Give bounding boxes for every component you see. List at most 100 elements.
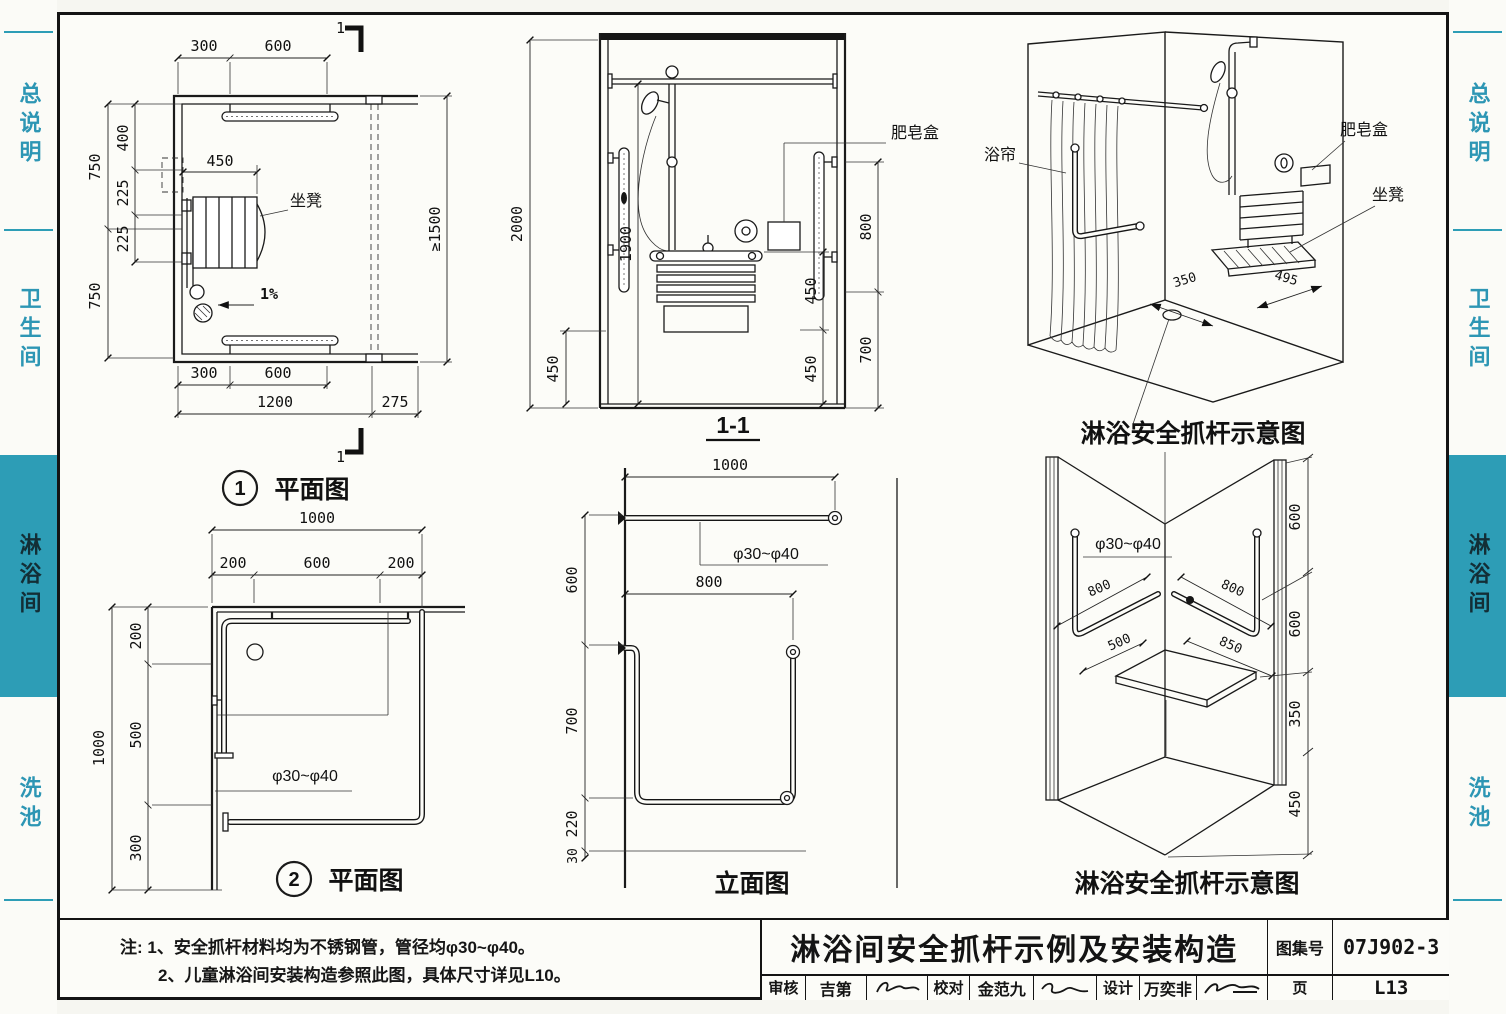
dim-label: 300 [127,834,145,861]
pipe-diameter-label: φ30~φ40 [733,546,799,563]
right-sidebar: 总说明 卫生间 淋浴间 洗池 [1449,0,1506,1014]
figure-caption: 淋浴安全抓杆示意图 [1074,869,1299,898]
figure-elevation: φ30~φ40 1000 800 600 700 220 30 立面图 [563,456,898,898]
dim-label: 600 [264,364,291,382]
left-sidebar: 总说明 卫生间 淋浴间 洗池 [0,0,57,1014]
note-line-1: 注: 1、安全抓杆材料均为不锈钢管，管径均φ30~φ40。 [120,938,535,957]
figure-caption: 立面图 [714,869,789,898]
tab-label: 淋浴间 [16,532,42,620]
dim-label: 220 [563,810,581,837]
dim-label: 600 [563,566,581,593]
review-label: 审核 [768,980,799,998]
tab-label: 洗池 [1465,776,1491,834]
reviewer-signature [865,975,927,1000]
atlas-number: 07J902-3 [1332,920,1449,974]
figure-number: 2 [288,869,299,891]
dim-label: 700 [857,336,875,363]
seat-label: 坐凳 [290,192,322,210]
dim-label: ≥1500 [426,206,444,251]
tab-label: 卫生间 [1465,286,1491,374]
dim-label: 275 [381,393,408,411]
page-label: 页 [1266,975,1333,1000]
figure-caption: 平面图 [274,476,349,504]
dim-label: 350 [1172,270,1199,291]
dim-label: 450 [802,355,820,382]
dim-label: 450 [544,355,562,382]
dim-label: 600 [1286,610,1304,637]
dim-label: 750 [86,153,104,180]
dim-label: 225 [114,225,132,252]
dim-label: 495 [1273,268,1300,289]
figure-caption: 淋浴安全抓杆示意图 [1080,419,1305,448]
checker-name: 金范九 [969,975,1033,1000]
sidebar-divider [4,229,53,231]
sidebar-item-wash-basin[interactable]: 洗池 [1449,740,1506,870]
dim-label: 225 [114,179,132,206]
dim-label: 450 [206,152,233,170]
note-line-2: 2、儿童淋浴间安装构造参照此图，具体尺寸详见L10。 [158,966,571,986]
slope-label: 1% [260,285,278,303]
check-label: 校对 [926,975,970,1000]
designer-signature [1195,975,1267,1000]
seat-label: 坐凳 [1372,186,1404,204]
dim-label: 800 [857,213,875,240]
dim-label: 800 [695,573,722,591]
dim-label: 200 [219,554,246,572]
figure-plan-1: 1% 坐凳 450 300 600 1 1 300 600 1200 275 [86,19,452,507]
atlas-number-label: 图集号 [1266,920,1333,974]
dim-label: 2000 [508,206,526,242]
sidebar-divider [1453,899,1502,901]
notes: 注: 1、安全抓杆材料均为不锈钢管，管径均φ30~φ40。 2、儿童淋浴间安装构… [120,934,571,990]
tab-label: 洗池 [16,776,42,834]
sidebar-item-shower-room[interactable]: 淋浴间 [0,455,57,697]
sheet-border [57,12,1449,1000]
dim-label: 1000 [712,456,748,474]
soap-box-label: 肥皂盒 [891,124,939,142]
dim-label: 400 [114,124,132,151]
dim-label: 1900 [617,226,635,262]
title-block: 淋浴间安全抓杆示例及安装构造 图集号 07J902-3 审核 吉第 校对 金范九… [760,920,1449,1000]
sheet-title: 淋浴间安全抓杆示例及安装构造 [790,933,1239,967]
tab-label: 淋浴间 [1465,532,1491,620]
dim-label: 30 [566,848,581,864]
dim-label: 200 [387,554,414,572]
dim-label: 600 [303,554,330,572]
dim-label: 450 [1286,790,1304,817]
figure-number: 1 [234,478,245,500]
dim-label: 800 [1219,577,1247,600]
dim-label: 300 [190,364,217,382]
sidebar-item-general-notes[interactable]: 总说明 [1449,60,1506,190]
signature-icon [1041,982,1089,994]
page-number: L13 [1332,975,1449,1000]
dim-label: 500 [127,721,145,748]
figure-iso-shower-2: φ30~φ40 800 800 500 850 600 600 350 450 … [1045,452,1314,898]
pipe-diameter-label: φ30~φ40 [1095,536,1161,553]
figure-plan-2: φ30~φ40 1000 200 600 200 1000 200 500 30… [90,509,465,898]
sidebar-item-bathroom[interactable]: 卫生间 [1449,260,1506,400]
section-mark-label: 1 [336,448,345,466]
tab-label: 总说明 [1465,81,1491,169]
signature-icon [1203,983,1260,994]
curtain-label: 浴帘 [984,146,1016,164]
figure-caption: 平面图 [328,867,403,895]
figure-section-1-1: 肥皂盒 2000 1900 450 800 700 [508,33,939,442]
dim-label: 1000 [299,509,335,527]
sidebar-item-wash-basin[interactable]: 洗池 [0,740,57,870]
drawings-canvas: 1% 坐凳 450 300 600 1 1 300 600 1 200 275 [86,19,1404,898]
dim-label: 350 [1286,700,1304,727]
section-mark-label: 1 [336,19,345,37]
dim-label: 800 [1086,577,1114,600]
sidebar-divider [4,31,53,33]
sidebar-item-shower-room[interactable]: 淋浴间 [1449,455,1506,697]
titlebar-divider [57,918,1449,920]
sidebar-item-general-notes[interactable]: 总说明 [0,60,57,190]
tab-label: 总说明 [16,81,42,169]
dim-label: 200 [127,622,145,649]
design-label: 设计 [1096,975,1139,1000]
sidebar-divider [4,899,53,901]
dim-label: 600 [264,37,291,55]
sidebar-item-bathroom[interactable]: 卫生间 [0,260,57,400]
designer-name: 万奕非 [1138,975,1196,1000]
sidebar-divider [1453,229,1502,231]
